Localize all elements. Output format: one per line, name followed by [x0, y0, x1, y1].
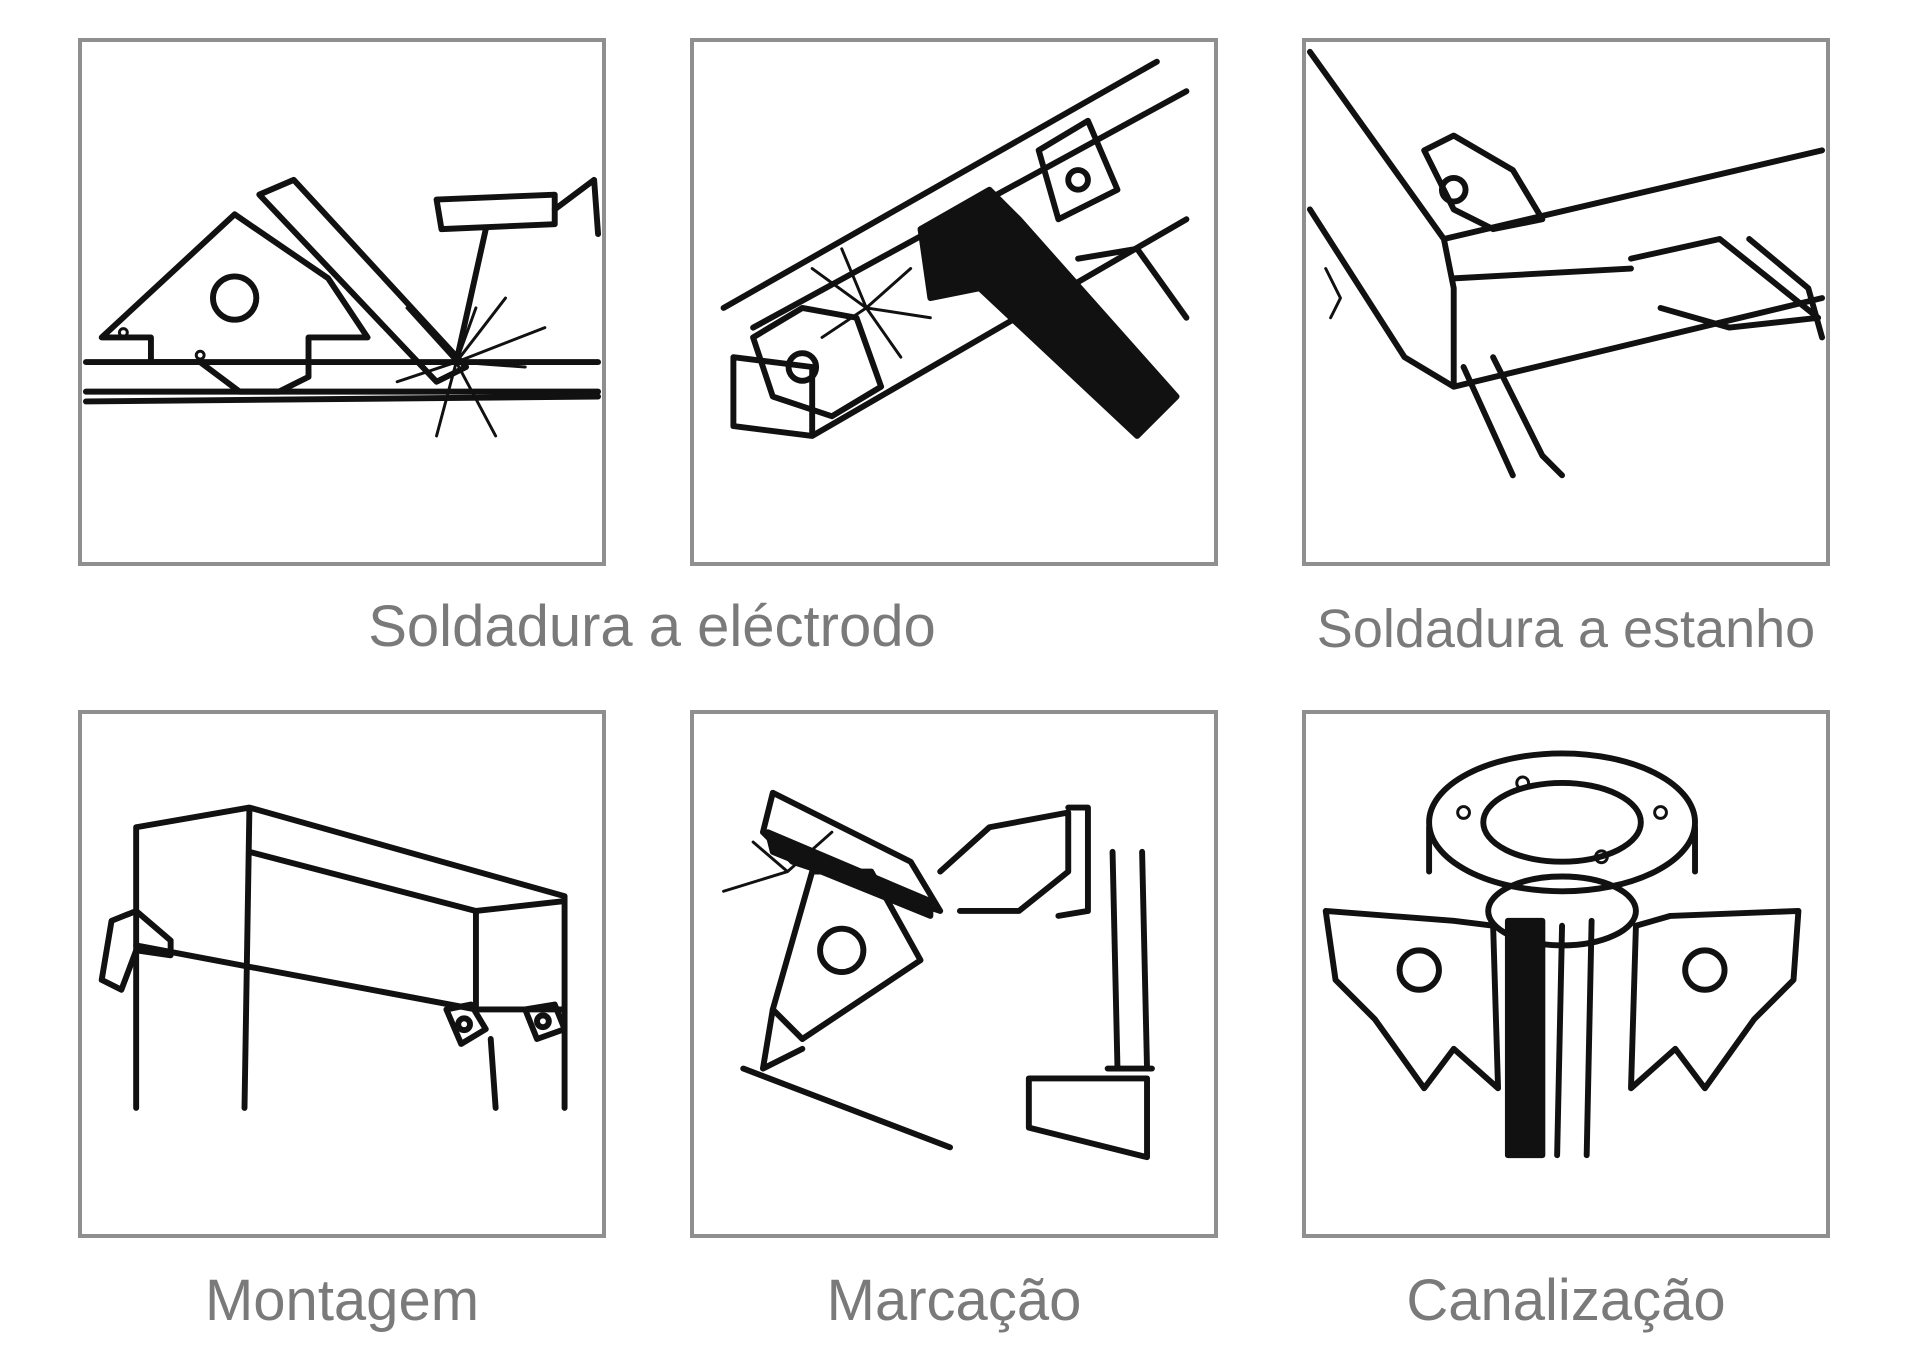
soldering-corner-magnet-icon: [1306, 48, 1826, 479]
frame-assembly-magnet-icon: [98, 804, 568, 1111]
caption-assembly: Montagem: [204, 1268, 480, 1333]
panel-assembly: [78, 710, 606, 1238]
panel-angle-welding: [690, 38, 1218, 566]
arc-welding-magnet-icon: [82, 176, 602, 438]
caption-electrode-welding: Soldadura a eléctrodo: [368, 594, 936, 659]
marking-magnet-icon: [722, 789, 1155, 1161]
caption-plumbing: Canalização: [1406, 1268, 1726, 1333]
panel-tin-soldering: [1302, 38, 1830, 566]
panel-marking: [690, 710, 1218, 1238]
panel-arc-welding: [78, 38, 606, 566]
pipe-flange-magnet-icon: [1322, 750, 1802, 1159]
caption-marking: Marcação: [826, 1268, 1082, 1333]
panel-plumbing: [1302, 710, 1830, 1238]
angle-welding-magnet-icon: [720, 58, 1190, 439]
caption-tin-soldering: Soldadura a estanho: [1316, 599, 1816, 659]
